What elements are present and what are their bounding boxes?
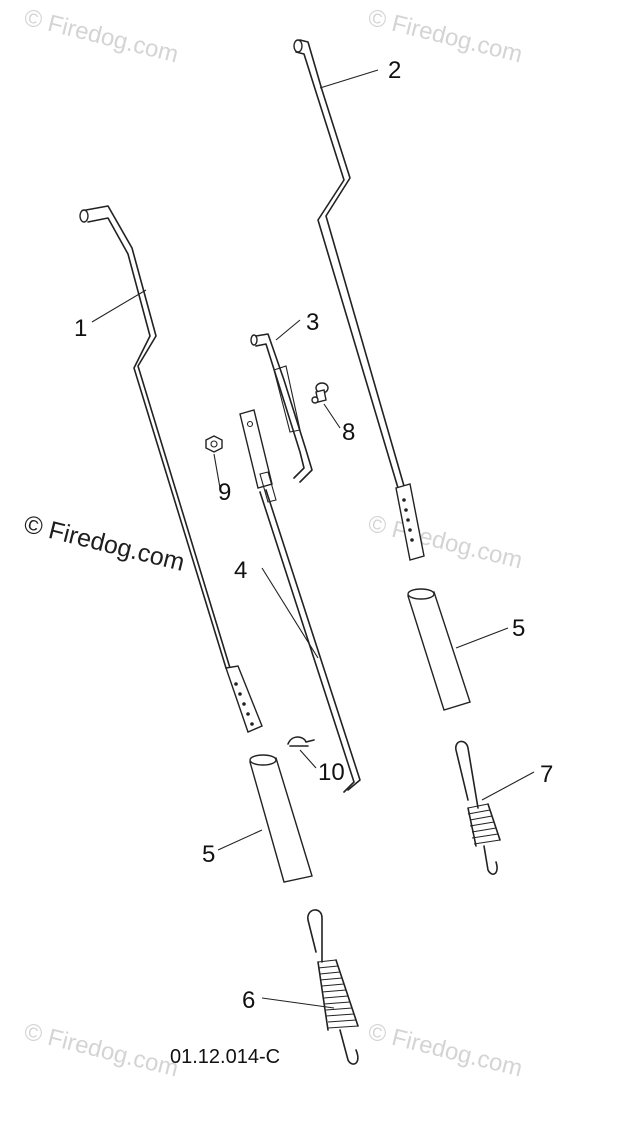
part-5-sleeve-right bbox=[407, 588, 471, 711]
callout-10: 10 bbox=[318, 759, 345, 786]
part-9-nut bbox=[205, 435, 223, 453]
callout-1: 1 bbox=[74, 315, 87, 342]
leader-lines bbox=[91, 69, 535, 1009]
part-4-adjuster bbox=[239, 409, 361, 793]
callout-2: 2 bbox=[388, 57, 401, 84]
part-10-clip bbox=[287, 736, 315, 747]
part-5-sleeve-left bbox=[249, 754, 313, 883]
callout-9: 9 bbox=[218, 479, 231, 506]
callout-8: 8 bbox=[342, 419, 355, 446]
part-1-rod bbox=[79, 205, 263, 733]
drawing-code: 01.12.014-C bbox=[170, 1046, 281, 1068]
part-8-pin bbox=[311, 382, 329, 404]
callout-4: 4 bbox=[234, 557, 247, 584]
callout-5-right: 5 bbox=[512, 615, 525, 642]
callout-3: 3 bbox=[306, 309, 319, 336]
callout-5-left: 5 bbox=[202, 841, 215, 868]
part-7-spring bbox=[455, 740, 501, 875]
callout-6: 6 bbox=[242, 987, 255, 1014]
part-3-link bbox=[250, 333, 313, 483]
part-2-rod bbox=[293, 39, 425, 561]
callout-7: 7 bbox=[540, 761, 553, 788]
part-6-spring bbox=[307, 909, 359, 1065]
